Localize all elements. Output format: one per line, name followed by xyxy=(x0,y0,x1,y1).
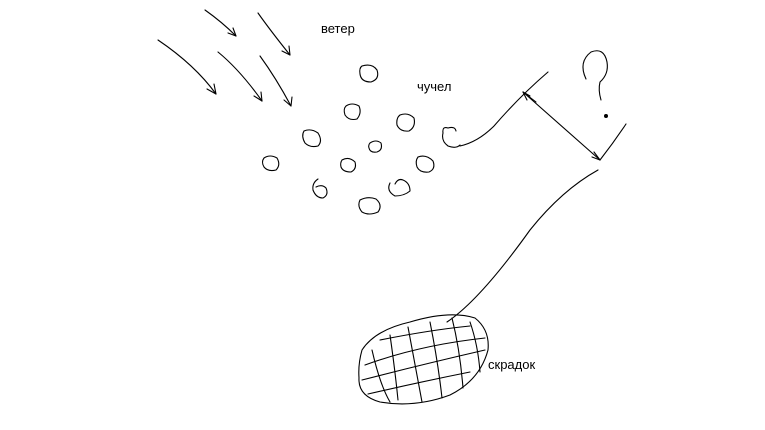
wind-arrow xyxy=(259,55,293,107)
blind-label: скрадок xyxy=(488,357,536,372)
wind-arrow xyxy=(204,9,237,37)
question-mark xyxy=(582,50,608,118)
decoy-line xyxy=(459,71,549,147)
decoys-label: чучел xyxy=(417,79,452,94)
decoy xyxy=(261,155,280,172)
decoy xyxy=(312,178,328,199)
decoy xyxy=(340,157,357,173)
decoy xyxy=(396,113,415,132)
decoy xyxy=(358,197,381,215)
wind-arrow xyxy=(217,51,263,102)
decoys xyxy=(261,64,461,215)
decoy xyxy=(415,155,435,173)
decoy xyxy=(343,103,361,121)
decoy xyxy=(359,64,379,83)
wind-arrow xyxy=(157,39,217,95)
wind-arrows xyxy=(157,9,293,107)
hunter-line xyxy=(599,123,627,161)
decoy xyxy=(388,178,411,197)
distance-arrow xyxy=(522,91,601,161)
wind-label: ветер xyxy=(321,21,355,36)
decoy xyxy=(442,126,461,148)
approach-line xyxy=(446,169,599,323)
blind xyxy=(358,314,489,405)
decoy xyxy=(302,129,322,148)
decoy xyxy=(368,140,383,153)
wind-arrow xyxy=(257,12,291,56)
